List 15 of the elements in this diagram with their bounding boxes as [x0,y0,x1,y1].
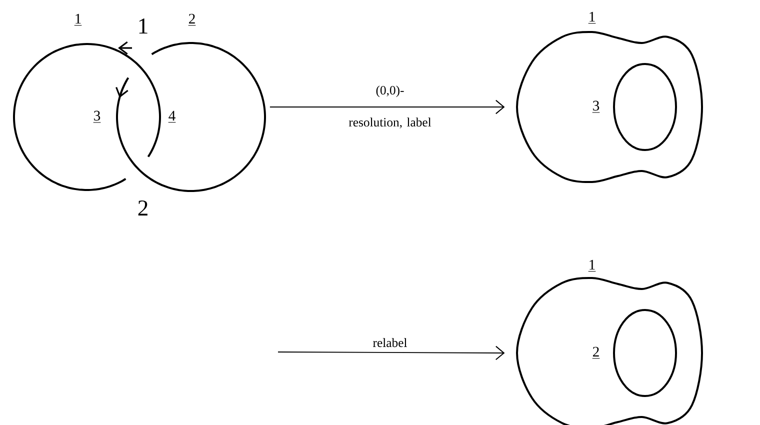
underlined-number: 1 [74,14,82,26]
circle-diagram-drawing [516,276,703,425]
arrow [269,100,505,114]
circle-diagram-drawing [516,30,703,184]
underlined-number: 1 [588,12,596,24]
underlined-number: 3 [592,100,600,113]
underlined-number: 4 [168,110,176,123]
underlined-number: 2 [188,14,196,26]
edge-label: relabel [373,338,407,348]
underlined-number: 3 [93,110,101,123]
underlined-number: 1 [588,260,596,272]
arrow [278,346,505,360]
knot-diagram-drawing [13,41,266,192]
underlined-number: 2 [592,346,600,359]
edge-label: (0,0)-resolution, label [348,86,432,128]
